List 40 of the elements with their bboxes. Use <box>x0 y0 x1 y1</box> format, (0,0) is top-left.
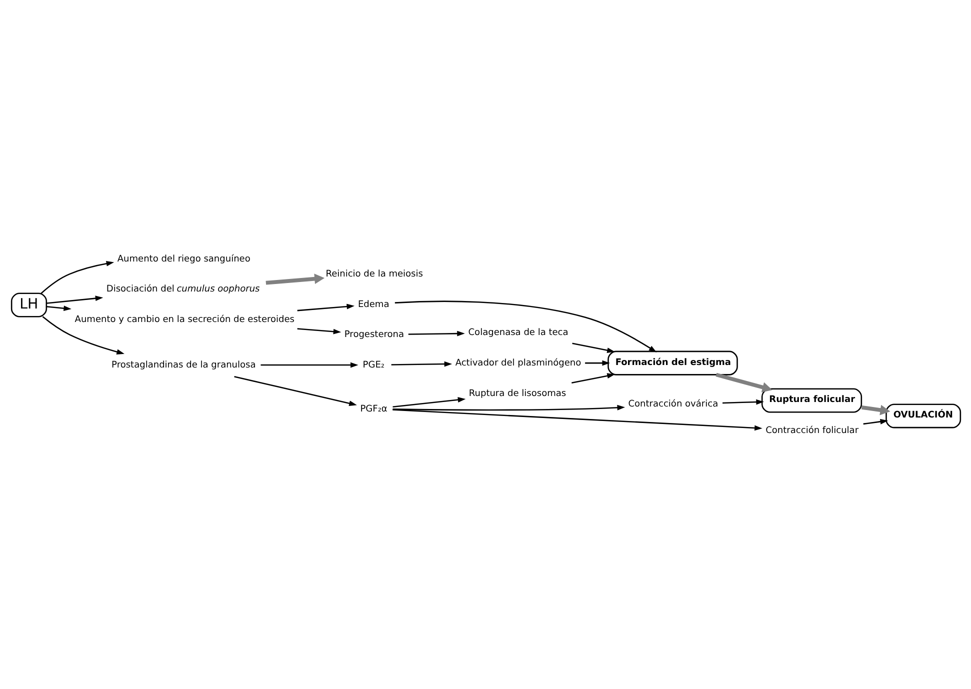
node-text: Reinicio de la meiosis <box>325 268 422 279</box>
node-text: Ruptura de lisosomas <box>468 388 566 398</box>
node-text: Aumento y cambio en la secreción de esteroides <box>74 314 294 325</box>
arrow <box>584 360 610 366</box>
arrow <box>408 330 464 336</box>
arrow <box>722 398 764 404</box>
arrow <box>392 404 625 410</box>
arrow <box>571 372 614 383</box>
arrow <box>40 260 114 294</box>
node-box: Ruptura folicular <box>760 388 862 412</box>
arrow <box>390 360 452 366</box>
arrow <box>860 404 890 415</box>
arrow <box>715 372 772 392</box>
arrow <box>265 273 324 284</box>
node-text: Edema <box>357 299 389 310</box>
node-text: Activador del plasminógeno <box>454 358 581 368</box>
arrow <box>260 362 358 368</box>
arrow <box>46 305 71 311</box>
node-text: Contracción ovárica <box>628 399 718 410</box>
node-text: Contracción folicular <box>765 426 858 436</box>
node-text: Colagenasa de la teca <box>468 328 568 338</box>
node-box: LH <box>10 292 47 317</box>
arrow <box>394 300 656 352</box>
arrow <box>862 418 888 424</box>
arrow <box>392 396 466 407</box>
node-text: Progesterona <box>344 330 404 340</box>
node-box: OVULACIÓN <box>885 403 961 428</box>
arrow <box>392 408 762 430</box>
arrow <box>234 376 356 406</box>
node-text: Disociación del cumulus oophorus <box>106 284 260 294</box>
node-text: Aumento del riego sanguíneo <box>116 254 250 264</box>
arrow <box>42 316 124 354</box>
node-text: PGE₂ <box>362 360 384 370</box>
arrow <box>572 342 614 352</box>
node-box: Formación del estigma <box>607 350 738 375</box>
node-text: PGF₂α <box>360 404 387 414</box>
arrow <box>46 295 103 304</box>
arrow <box>296 303 354 311</box>
node-text: Prostaglandinas de la granulosa <box>111 360 256 370</box>
arrow <box>296 328 341 334</box>
